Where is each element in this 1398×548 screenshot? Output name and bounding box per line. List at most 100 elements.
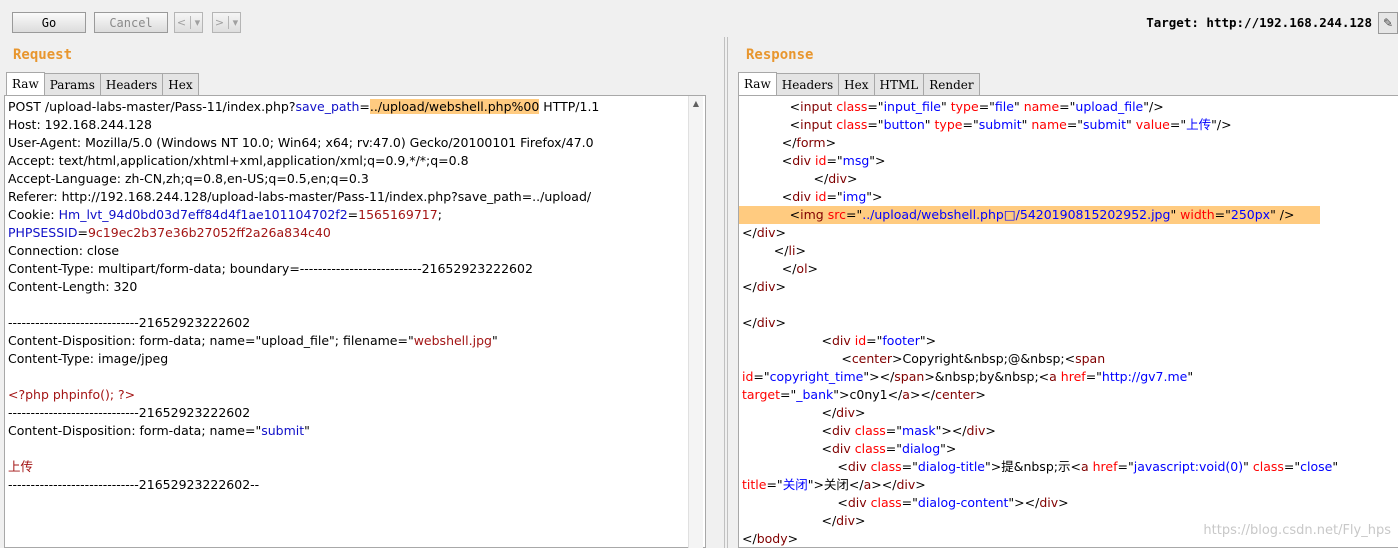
response-token: "></ bbox=[863, 369, 895, 384]
response-token: id bbox=[815, 153, 827, 168]
response-token: "> bbox=[866, 189, 883, 204]
response-token: "/> bbox=[1211, 117, 1232, 132]
request-editor[interactable]: POST /upload-labs-master/Pass-11/index.p… bbox=[4, 95, 706, 548]
request-line: Content-Length: 320 bbox=[8, 278, 705, 296]
response-token: img bbox=[800, 207, 824, 222]
divider bbox=[189, 16, 191, 29]
request-scrollbar[interactable]: ▲ bbox=[688, 96, 703, 548]
response-line: <div id="footer"> bbox=[742, 332, 1398, 350]
response-token: " bbox=[1170, 207, 1181, 222]
request-token: = bbox=[77, 225, 88, 240]
response-token: class bbox=[870, 495, 902, 510]
response-line: <input class="button" type="submit" name… bbox=[742, 116, 1398, 134]
request-tabs: Raw Params Headers Hex bbox=[6, 72, 199, 95]
response-token: > bbox=[985, 423, 996, 438]
tab-hex[interactable]: Hex bbox=[162, 73, 199, 95]
response-token: </ bbox=[742, 261, 797, 276]
response-token: </ bbox=[742, 315, 757, 330]
response-token: type bbox=[934, 117, 963, 132]
request-line bbox=[8, 368, 705, 386]
response-token: < bbox=[742, 351, 852, 366]
response-token: upload_file bbox=[1075, 99, 1144, 114]
request-token: User-Agent: Mozilla/5.0 (Windows NT 10.0… bbox=[8, 135, 594, 150]
response-token: input_file bbox=[883, 99, 942, 114]
go-button[interactable]: Go bbox=[12, 12, 86, 33]
response-token: =" bbox=[1117, 459, 1134, 474]
request-line: Accept-Language: zh-CN,zh;q=0.8,en-US;q=… bbox=[8, 170, 705, 188]
response-token: > bbox=[915, 477, 926, 492]
chevron-down-icon[interactable]: ▾ bbox=[232, 16, 239, 29]
response-panel: Response Raw Headers Hex HTML Render < in… bbox=[727, 37, 1398, 548]
divider bbox=[227, 16, 229, 29]
response-line: </div> bbox=[742, 512, 1398, 530]
response-line: <div class="dialog"> bbox=[742, 440, 1398, 458]
tab-render[interactable]: Render bbox=[923, 73, 980, 95]
response-line: </body> bbox=[742, 530, 1398, 547]
tab-raw[interactable]: Raw bbox=[6, 72, 45, 95]
response-line: <center>Copyright&nbsp;@&nbsp;<span bbox=[742, 350, 1398, 368]
response-token: =" bbox=[780, 387, 797, 402]
request-token: Content-Disposition: form-data; name=" bbox=[8, 423, 262, 438]
response-token: > bbox=[795, 243, 806, 258]
request-line: Content-Disposition: form-data; name="up… bbox=[8, 332, 705, 350]
forward-button[interactable]: > ▾ bbox=[212, 12, 241, 33]
response-line: </div> bbox=[742, 404, 1398, 422]
request-token: = bbox=[359, 99, 370, 114]
request-token: -----------------------------21652923222… bbox=[8, 315, 251, 330]
tab-raw[interactable]: Raw bbox=[738, 72, 777, 95]
response-token: img bbox=[842, 189, 867, 204]
tab-headers[interactable]: Headers bbox=[775, 73, 840, 95]
response-token: span bbox=[1075, 351, 1106, 366]
response-token: =" bbox=[845, 207, 863, 222]
request-line bbox=[8, 296, 705, 314]
request-token: ../upload/webshell.php%00 bbox=[369, 99, 540, 114]
response-token: button bbox=[883, 117, 925, 132]
request-line: Referer: http://192.168.244.128/upload-l… bbox=[8, 188, 705, 206]
response-token: " bbox=[1332, 459, 1339, 474]
request-token: PHPSESSID bbox=[8, 225, 78, 240]
response-line: </div> bbox=[742, 170, 1398, 188]
request-token: Content-Length: 320 bbox=[8, 279, 138, 294]
response-token: id bbox=[742, 369, 754, 384]
response-title: Response bbox=[746, 47, 814, 63]
chevron-down-icon[interactable]: ▾ bbox=[194, 16, 201, 29]
request-line: -----------------------------21652923222… bbox=[8, 404, 705, 422]
response-token: "/> bbox=[1143, 99, 1164, 114]
response-line: <img src="../upload/webshell.php□/542019… bbox=[739, 206, 1320, 224]
cancel-button[interactable]: Cancel bbox=[94, 12, 168, 33]
tab-hex[interactable]: Hex bbox=[838, 73, 875, 95]
tab-params[interactable]: Params bbox=[43, 73, 101, 95]
request-token: Content-Type: multipart/form-data; bound… bbox=[8, 261, 533, 276]
response-token: div bbox=[1039, 495, 1059, 510]
response-token: =" bbox=[1169, 117, 1187, 132]
request-token: submit bbox=[261, 423, 305, 438]
request-token: Referer: http://192.168.244.128/upload-l… bbox=[8, 189, 592, 204]
request-token: 9c19ec2b37e36b27052ff2a26a834c40 bbox=[87, 225, 331, 240]
tab-html[interactable]: HTML bbox=[873, 73, 925, 95]
pencil-icon[interactable]: ✎ bbox=[1378, 12, 1398, 34]
back-button[interactable]: < ▾ bbox=[174, 12, 203, 33]
response-token: mask bbox=[902, 423, 936, 438]
response-token: target bbox=[742, 387, 781, 402]
response-token: =" bbox=[867, 99, 884, 114]
tab-headers[interactable]: Headers bbox=[99, 73, 164, 95]
response-token: width bbox=[1180, 207, 1215, 222]
response-token: "> bbox=[919, 333, 937, 348]
response-line: </ol> bbox=[742, 260, 1398, 278]
response-token: div bbox=[896, 477, 916, 492]
response-token: div bbox=[831, 441, 851, 456]
response-token: msg bbox=[842, 153, 870, 168]
response-token: " bbox=[1125, 117, 1136, 132]
scroll-up-icon[interactable]: ▲ bbox=[692, 98, 700, 108]
response-token: =" bbox=[867, 117, 884, 132]
response-token: " bbox=[941, 99, 951, 114]
request-line: Host: 192.168.244.128 bbox=[8, 116, 705, 134]
response-token: =" bbox=[1214, 207, 1231, 222]
response-token: =" bbox=[766, 477, 783, 492]
request-line: 上传 bbox=[8, 458, 705, 476]
response-token: class bbox=[870, 459, 902, 474]
response-token: =" bbox=[885, 423, 903, 438]
response-token: div bbox=[836, 405, 855, 420]
response-line: </div> bbox=[742, 314, 1398, 332]
response-editor[interactable]: <input class="input_file" type="file" na… bbox=[738, 95, 1398, 548]
